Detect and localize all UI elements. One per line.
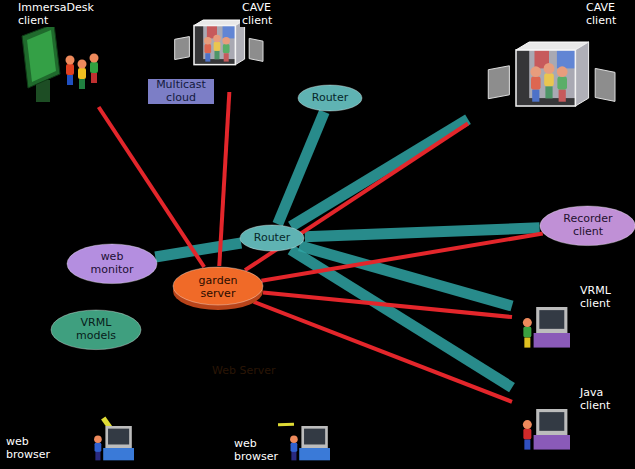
node-label: CAVE client xyxy=(584,2,628,27)
node-label: Multicast cloud xyxy=(148,79,214,104)
person-legs xyxy=(291,452,296,460)
side-screen xyxy=(249,38,263,61)
node-label: Web Server xyxy=(210,365,304,378)
ellipse-fill xyxy=(67,244,157,284)
desk-screen xyxy=(27,30,56,82)
web-monitor-node: web monitor xyxy=(66,243,158,285)
person-legs xyxy=(67,75,73,85)
multicast-region: Multicast cloudImmersaDesk clientCAVE cl… xyxy=(30,27,370,127)
person-head xyxy=(523,318,532,327)
garden-link xyxy=(219,92,229,266)
cave-side xyxy=(575,42,588,106)
node-label: web browser xyxy=(232,438,278,463)
immersadesk-client: ImmersaDesk client xyxy=(14,2,114,107)
person-legs xyxy=(79,79,85,89)
node-label: Router xyxy=(312,92,348,105)
vrml-client: VRML client xyxy=(512,283,632,363)
garden-link xyxy=(99,107,205,267)
web-browser: web browser xyxy=(232,426,342,466)
ellipse-fill xyxy=(540,206,635,246)
recorder-client-node: Recorder client xyxy=(539,205,635,247)
garden-server-node: garden server xyxy=(172,266,264,310)
person-body xyxy=(78,68,86,79)
web-browser: web browser xyxy=(2,426,152,466)
side-screen xyxy=(595,68,615,101)
monitor-case xyxy=(536,409,567,435)
ellipse-fill xyxy=(173,267,263,305)
node-label: garden server xyxy=(188,275,248,300)
platform-outline xyxy=(18,185,543,423)
monitor-case xyxy=(301,426,327,448)
platform-front xyxy=(20,397,540,421)
web-beam xyxy=(106,423,110,426)
node-label: CAVE client xyxy=(240,2,288,27)
computer-base xyxy=(103,448,134,460)
side-screen xyxy=(488,66,509,99)
cave-frame xyxy=(516,50,575,106)
cave-frame xyxy=(194,26,235,65)
person-head xyxy=(523,420,532,429)
node-label: web monitor xyxy=(82,251,142,276)
java-client: Java client xyxy=(512,385,632,465)
cave-client: CAVE client xyxy=(468,2,632,137)
person-legs xyxy=(95,452,100,460)
person-body xyxy=(90,62,98,73)
computer-base xyxy=(299,448,330,460)
desk-frame xyxy=(22,24,60,88)
router-band xyxy=(305,228,540,237)
garden-link xyxy=(254,302,512,402)
person-body xyxy=(66,64,74,75)
ellipse-fill xyxy=(51,310,141,350)
side-screen xyxy=(175,37,190,60)
monitor-screen xyxy=(304,429,325,445)
garden-link xyxy=(263,292,512,317)
router-node: Router xyxy=(297,84,363,112)
person-head xyxy=(90,54,99,63)
platform-top xyxy=(20,188,540,397)
person-head xyxy=(290,435,298,443)
person-body xyxy=(291,443,298,452)
person-head xyxy=(94,435,102,443)
computer-base xyxy=(534,333,570,348)
node-label: Recorder client xyxy=(556,213,620,238)
person-body xyxy=(95,443,102,452)
person-head xyxy=(66,56,75,65)
web-server-platform: Web Server web monitor Router garden server… xyxy=(18,185,543,423)
router-band xyxy=(291,119,468,226)
person-legs xyxy=(524,440,530,450)
person-legs xyxy=(524,338,530,348)
web-beam xyxy=(278,423,294,426)
ellipse-fill xyxy=(240,225,304,251)
node-label: Java client xyxy=(578,387,628,412)
node-label: ImmersaDesk client xyxy=(16,2,102,27)
node-label: VRML client xyxy=(578,285,628,310)
shadow-line xyxy=(272,215,488,238)
ellipse-fill xyxy=(298,85,362,111)
node-label: web browser xyxy=(4,436,50,461)
monitor-screen xyxy=(539,412,564,431)
router-node: Router xyxy=(239,224,305,252)
vrml-models-node: VRML models xyxy=(50,309,142,351)
monitor-case xyxy=(536,307,567,333)
person-body xyxy=(523,429,531,440)
monitor-screen xyxy=(108,429,129,445)
person-head xyxy=(78,60,87,69)
person-body xyxy=(523,327,531,338)
monitor-case xyxy=(105,426,131,448)
node-label: Router xyxy=(254,232,290,245)
monitor-screen xyxy=(539,310,564,329)
node-label: VRML models xyxy=(66,317,126,342)
computer-base xyxy=(534,435,570,450)
person-legs xyxy=(91,73,97,83)
